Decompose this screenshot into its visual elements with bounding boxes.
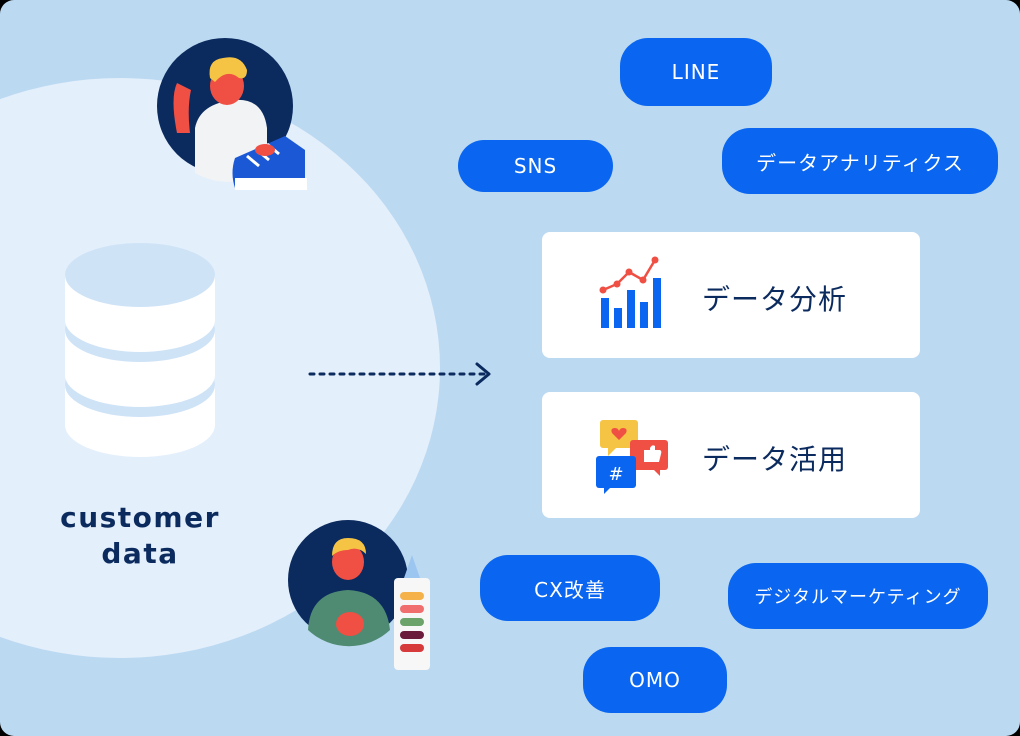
card-label-utilization: データ活用: [702, 443, 848, 476]
database-icon: [65, 243, 215, 457]
card-label-analysis: データ分析: [702, 283, 848, 316]
avatar-macaron-person: [288, 520, 430, 670]
dotted-arrow: [308, 362, 491, 386]
tag-digital-marketing: デジタルマーケティング: [728, 563, 988, 629]
avatar-sneaker-person: [157, 38, 307, 190]
tag-omo: OMO: [583, 647, 727, 713]
tag-sns: SNS: [458, 140, 613, 192]
database-label-line2: data: [101, 537, 179, 570]
tag-sns-label: SNS: [513, 154, 558, 178]
social-bubbles-icon: #: [596, 420, 668, 494]
database-label: customer data: [40, 500, 240, 572]
tag-analytics: データアナリティクス: [722, 128, 998, 194]
card-data-utilization: # データ活用: [542, 392, 920, 518]
tag-omo-label: OMO: [629, 668, 681, 692]
card-data-analysis: データ分析: [542, 232, 920, 358]
bar-chart-icon: [599, 256, 661, 328]
tag-line-label: LINE: [671, 60, 721, 84]
database-label-line1: customer: [60, 501, 220, 534]
tag-cx-label: CX改善: [534, 577, 606, 602]
tag-line: LINE: [620, 38, 772, 106]
tag-analytics-label: データアナリティクス: [756, 150, 964, 175]
svg-text:#: #: [608, 464, 623, 485]
tag-cx: CX改善: [480, 555, 660, 621]
tag-digital-marketing-label: デジタルマーケティング: [754, 587, 962, 608]
